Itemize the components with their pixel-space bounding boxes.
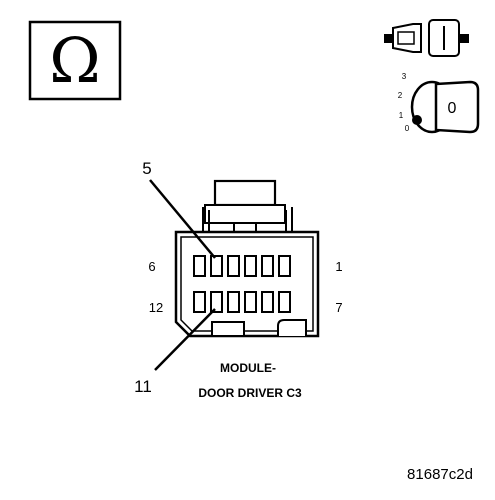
connector-icon-latch bbox=[397, 31, 415, 45]
ignition-position-1: 1 bbox=[399, 111, 404, 120]
connector-icon-plug-end-right bbox=[459, 34, 469, 43]
cavity-5 bbox=[210, 255, 223, 277]
cavity-10 bbox=[227, 291, 240, 313]
label-pin-6: 6 bbox=[148, 259, 155, 274]
label-pin-1: 1 bbox=[335, 259, 342, 274]
cavity-8 bbox=[261, 291, 274, 313]
ignition-position-3: 3 bbox=[402, 72, 407, 81]
cavity-9 bbox=[244, 291, 257, 313]
cavity-7 bbox=[278, 291, 291, 313]
callout-leader-11 bbox=[154, 308, 216, 371]
cavity-row-bottom bbox=[193, 291, 291, 313]
label-pin-12: 12 bbox=[149, 300, 163, 315]
ignition-position-0: 0 bbox=[405, 124, 410, 133]
ignition-key-icon: 3 2 1 0 0 bbox=[398, 72, 480, 134]
connector-face-view: 6 1 12 7 5 11 MODULE- DOOR DRIVER C3 bbox=[134, 159, 342, 400]
callout-11: 11 bbox=[134, 377, 152, 396]
connector-housing-inner bbox=[180, 236, 314, 332]
cavity-row-top bbox=[193, 255, 291, 277]
cavity-6 bbox=[193, 255, 206, 277]
connector-key-right bbox=[277, 319, 307, 336]
callout-leader-5 bbox=[149, 179, 216, 259]
cavity-1 bbox=[278, 255, 291, 277]
ignition-position-2: 2 bbox=[398, 91, 403, 100]
cavity-3 bbox=[244, 255, 257, 277]
connector-post-left bbox=[202, 207, 210, 232]
connector-icon-plug-end-left bbox=[384, 34, 393, 43]
connector-caption-line1: MODULE- bbox=[220, 361, 276, 375]
cavity-12 bbox=[193, 291, 206, 313]
cavity-4 bbox=[227, 255, 240, 277]
connector-latch-body bbox=[204, 204, 286, 224]
ohm-meter-icon: Ω bbox=[28, 20, 122, 101]
cavity-11 bbox=[210, 291, 223, 313]
connector-latch-top bbox=[213, 179, 277, 207]
ignition-key-label: 0 bbox=[448, 100, 457, 117]
disconnected-connector-icon bbox=[384, 19, 469, 57]
cavity-2 bbox=[261, 255, 274, 277]
figure-id: 81687c2d bbox=[407, 466, 473, 483]
ohm-meter-frame bbox=[28, 20, 122, 101]
ignition-key-head bbox=[434, 80, 480, 134]
connector-key-left bbox=[211, 321, 245, 337]
label-pin-7: 7 bbox=[335, 300, 342, 315]
connector-caption-line2: DOOR DRIVER C3 bbox=[198, 386, 302, 400]
ohm-symbol: Ω bbox=[49, 24, 100, 97]
connector-post-right bbox=[285, 207, 293, 232]
callout-5: 5 bbox=[142, 159, 151, 178]
ignition-position-marker bbox=[412, 115, 422, 125]
